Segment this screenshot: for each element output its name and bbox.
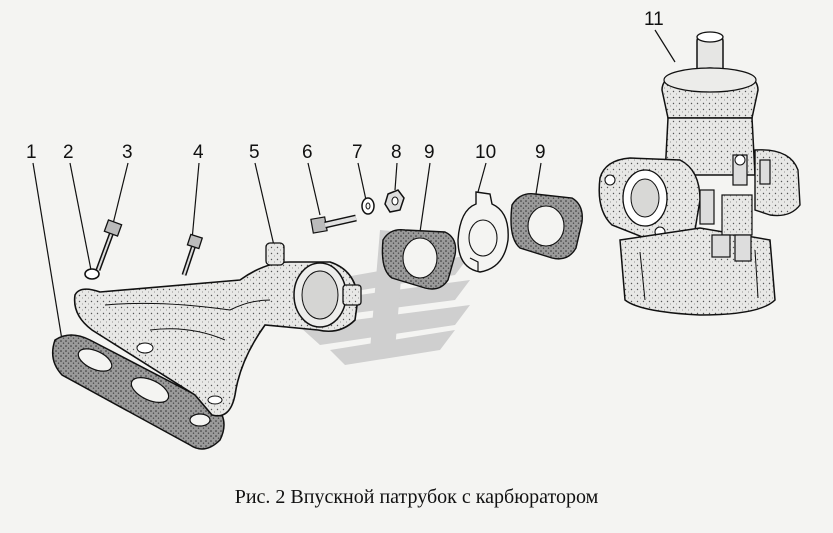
part-2-spring-washer bbox=[84, 268, 100, 280]
part-9-gasket-left bbox=[381, 229, 457, 290]
part-10-lock-plate bbox=[457, 191, 509, 273]
callout-4: 4 bbox=[193, 142, 204, 163]
part-4-bolt bbox=[181, 233, 204, 276]
part-6-stud bbox=[310, 214, 357, 234]
callout-5: 5 bbox=[249, 142, 260, 163]
callout-1: 1 bbox=[26, 142, 37, 163]
callout-10: 10 bbox=[475, 142, 497, 163]
part-5-intake-manifold bbox=[73, 242, 362, 417]
callout-6: 6 bbox=[302, 142, 313, 163]
figure-caption: Рис. 2 Впускной патрубок с карбюратором bbox=[234, 486, 599, 508]
part-11-carburetor bbox=[598, 31, 801, 316]
part-9-gasket-right bbox=[510, 193, 583, 260]
callout-3: 3 bbox=[122, 142, 133, 163]
callout-11: 11 bbox=[644, 9, 664, 30]
callout-9-right: 9 bbox=[535, 142, 546, 163]
callout-9-left: 9 bbox=[424, 142, 435, 163]
callout-8: 8 bbox=[391, 142, 402, 163]
callout-7: 7 bbox=[352, 142, 363, 163]
part-7-washer bbox=[361, 197, 375, 215]
part-1-flange-gasket bbox=[51, 334, 225, 450]
callout-2: 2 bbox=[63, 142, 74, 163]
part-8-nut bbox=[384, 189, 405, 213]
leader-lines bbox=[32, 29, 676, 341]
part-3-bolt bbox=[95, 219, 123, 271]
